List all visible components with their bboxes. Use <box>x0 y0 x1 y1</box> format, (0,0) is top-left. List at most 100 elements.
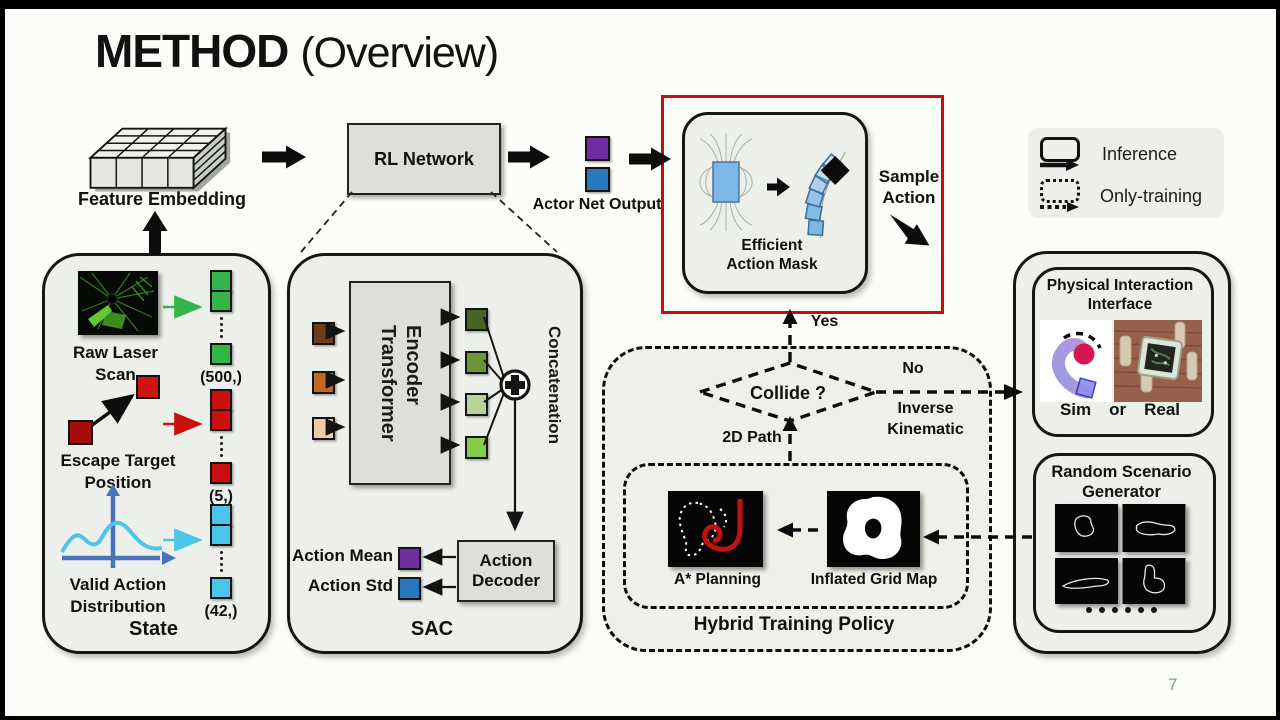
action-mask-box <box>682 112 868 294</box>
laser-square <box>210 290 232 312</box>
laser-square <box>210 270 232 292</box>
feature-embedding-label: Feature Embedding <box>77 189 247 209</box>
sac-output-square-1 <box>465 308 488 331</box>
dist-dim-label: (42,) <box>204 603 238 620</box>
feature-embedding-icon <box>88 126 231 192</box>
laser-square <box>210 343 232 365</box>
scenario-tile-4 <box>1122 558 1186 604</box>
only-training-box-icon <box>1040 179 1080 203</box>
escape-target-icon <box>68 375 160 445</box>
page-number: 7 <box>1168 675 1178 694</box>
rl-network-box: RL Network <box>347 123 501 195</box>
action-mask-label: Efficient Action Mask <box>682 236 862 274</box>
frame-bar-right <box>1276 0 1280 720</box>
astar-planning-image <box>668 491 763 567</box>
escape-line2: Position <box>84 473 152 492</box>
target-square <box>210 462 232 484</box>
only-training-arrow-icon <box>1040 202 1079 212</box>
actor-std-square <box>585 167 610 192</box>
sac-label: SAC <box>410 618 454 640</box>
action-std-label: Action Std <box>308 576 393 595</box>
escape-line1: Escape Target <box>60 451 176 470</box>
laser-vector-stack: (500,) <box>197 270 245 387</box>
target-vector-stack: (5,) <box>197 389 245 506</box>
sample-action-line1: Sample <box>878 167 940 186</box>
frame-bar-left <box>0 0 5 720</box>
inference-arrow-icon <box>1040 159 1079 171</box>
grid-map-label: Inflated Grid Map <box>810 571 938 588</box>
ellipsis-dots <box>219 436 223 457</box>
highlight-red-box <box>661 95 944 314</box>
decoder-line2: Decoder <box>471 571 541 590</box>
transformer-encoder-box: Transformer Encoder <box>349 281 451 485</box>
sac-input-square-1 <box>312 322 335 345</box>
actor-net-output-label: Actor Net Output <box>532 196 662 213</box>
no-label: No <box>902 360 924 377</box>
distribution-plot-icon <box>60 484 176 568</box>
target-square <box>210 409 232 431</box>
escape-target-label: Escape Target Position <box>43 450 193 494</box>
action-mean-square <box>398 547 421 570</box>
sim-label: Sim <box>1059 400 1092 419</box>
sample-action-label: Sample Action <box>850 166 968 208</box>
dist-square <box>210 524 232 546</box>
action-std-square <box>398 577 421 600</box>
rsg-line2: Generator <box>1082 483 1161 501</box>
page-title: METHOD (Overview) <box>95 24 499 78</box>
inverse-kinematic-label: Inverse Kinematic <box>863 398 988 440</box>
real-image <box>1114 320 1202 402</box>
sim-image <box>1040 320 1112 402</box>
raw-laser-line2: Scan <box>95 365 136 384</box>
actor-mean-square <box>585 136 610 161</box>
encoder-line2: Encoder <box>402 324 424 405</box>
inference-box-icon <box>1040 137 1080 162</box>
sac-input-square-2 <box>312 371 335 394</box>
masked-action-icon <box>804 151 850 239</box>
raw-laser-label: Raw Laser Scan <box>48 342 183 386</box>
frame-bar-top <box>0 0 1280 9</box>
sac-output-square-2 <box>465 351 488 374</box>
encoder-line1: Transformer <box>377 324 399 442</box>
rl-network-label: RL Network <box>374 148 474 169</box>
scenario-tile-3 <box>1055 558 1118 604</box>
sample-action-line2: Action <box>882 188 936 207</box>
frame-bar-bottom <box>0 716 1280 720</box>
sac-input-square-3 <box>312 417 335 440</box>
action-mask-line2: Action Mask <box>726 256 818 273</box>
action-mean-label: Action Mean <box>291 546 393 565</box>
ellipsis-dots <box>219 317 223 338</box>
scenario-ellipsis-dots <box>1033 607 1210 613</box>
state-label: State <box>129 618 178 640</box>
2d-path-label: 2D Path <box>722 429 782 446</box>
yes-label: Yes <box>810 313 839 330</box>
inflated-grid-map-image <box>827 491 920 567</box>
ik-line2: Kinematic <box>887 421 964 438</box>
legend-inference-label: Inference <box>1102 144 1178 164</box>
hybrid-training-policy-label: Hybrid Training Policy <box>693 614 895 635</box>
pii-line1: Physical Interaction <box>1046 277 1194 294</box>
action-field-icon <box>699 133 753 231</box>
concatenation-label-wrap: Concatenation <box>540 296 568 474</box>
or-label: or <box>1109 400 1127 419</box>
scenario-tile-2 <box>1122 504 1186 552</box>
action-decoder-box: Action Decoder <box>457 540 555 602</box>
title-sub: (Overview) <box>300 29 499 77</box>
random-scenario-label: Random Scenario Generator <box>1033 462 1210 502</box>
action-mask-line1: Efficient <box>741 237 803 254</box>
sac-output-square-3 <box>465 393 488 416</box>
ik-line1: Inverse <box>897 400 954 417</box>
valid-action-label: Valid Action Distribution <box>43 574 193 618</box>
sac-output-square-4 <box>465 436 488 459</box>
real-label: Real <box>1144 400 1181 419</box>
valid-line2: Distribution <box>70 597 166 616</box>
laser-dim-label: (500,) <box>200 369 242 386</box>
title-main: METHOD <box>95 25 289 77</box>
astar-label: A* Planning <box>674 571 761 588</box>
target-dim-label: (5,) <box>209 488 233 505</box>
rsg-line1: Random Scenario <box>1051 463 1192 481</box>
legend-only-training-label: Only-training <box>1100 186 1203 206</box>
scenario-tile-1 <box>1055 504 1118 552</box>
target-square <box>210 389 232 411</box>
decoder-line1: Action <box>479 551 533 570</box>
